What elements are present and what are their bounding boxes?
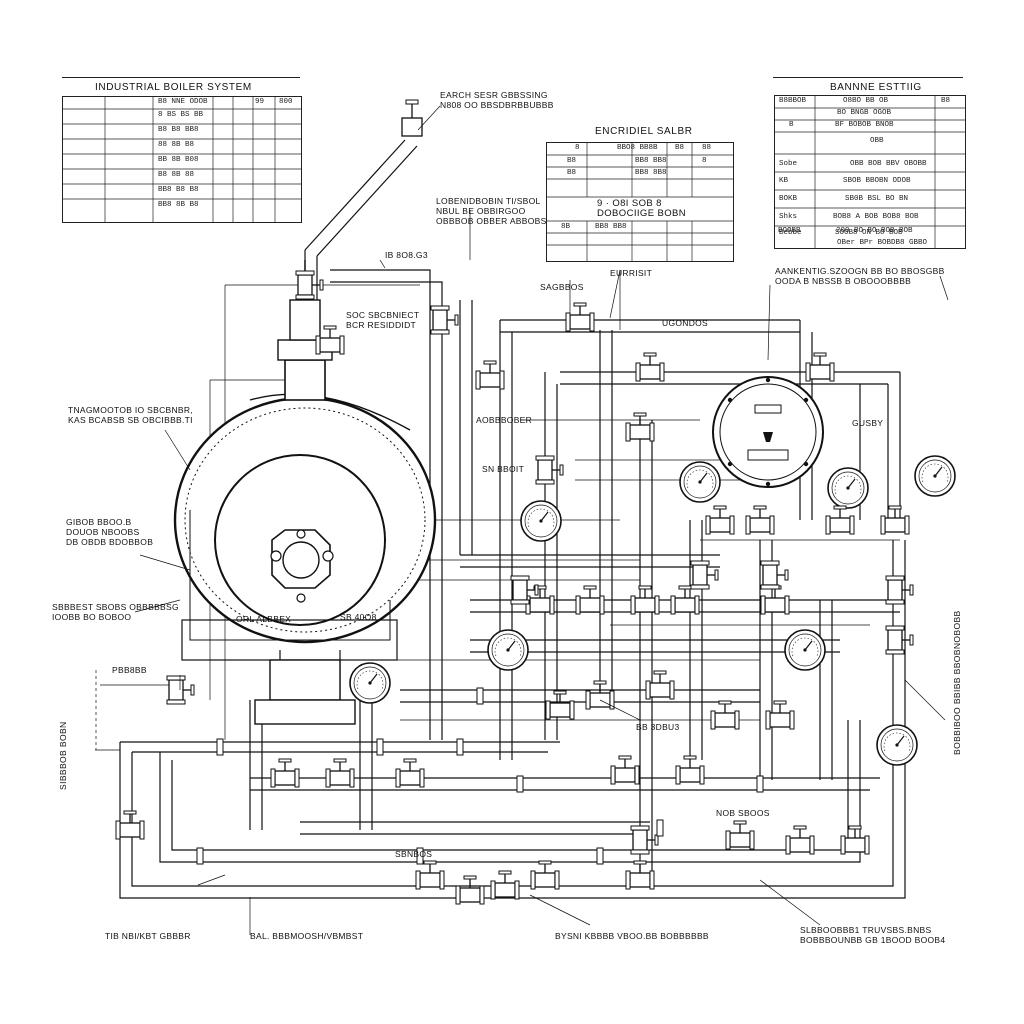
bottom-label-1: TIB NBI/KBT GBBBR	[105, 931, 191, 941]
right-top-label: AANKENTIG.SZOOGN BB BO BBOSGBB OODA B NB…	[775, 266, 945, 286]
bottom-label-3: BYSNI KBBBB VBOO.BB BOBBBBBB	[555, 931, 709, 941]
nob-sboos-label: NOB SBOOS	[716, 808, 770, 818]
right-table-rule	[773, 77, 963, 78]
top-valve-tag: IB 8O8.G3	[385, 250, 428, 260]
right-table-grid	[775, 96, 965, 248]
sbnbos-label: SBNBOS	[395, 849, 433, 859]
left-mid-label: GIBOB BBOO.B DOUOB NBOOBS DB OBDB BDOBBO…	[66, 517, 154, 547]
bs-3du3-label: BB 3DBU3	[636, 722, 680, 732]
bottom-label-4: SLBBOOBBB1 TRUVSBS.BNBS BOBBBOUNBB GB 1B…	[800, 925, 946, 945]
right-vertical-label: BOBBIBOO BBIBB BBOBNOBOBB	[952, 610, 962, 755]
bottom-label-2: BAL. BBBMOOSH/VBMBST	[250, 931, 364, 941]
left-table-rule	[62, 77, 300, 78]
left-table-title: INDUSTRIAL BOILER SYSTEM	[95, 82, 252, 93]
center-table-title: ENCRIDIEL SALBR	[595, 126, 693, 137]
ugondos-label: UGONDOS	[662, 318, 709, 328]
leader-lines	[134, 210, 949, 935]
boiler-vessel	[173, 260, 437, 725]
orl-alb-label: ORL ALBBEX	[236, 614, 292, 624]
left-low-label: SBBBEST SBOBS OBBBBBSG IOOBB BO BOBOO	[52, 602, 179, 622]
pbbb-label: PBB8BB	[112, 665, 147, 675]
gusby-label: GUSBY	[852, 418, 884, 428]
left-vertical-label: SIBBBOB BOBN	[58, 721, 68, 790]
eurrisit-label: EURRISIT	[610, 268, 653, 278]
center-table-grid	[547, 143, 733, 261]
center-table-subtitle: 9 · O8I SOB 8 DOBOCIIGE BOBN	[597, 198, 687, 219]
main-pressure-dial	[712, 376, 824, 488]
sn-bboit-label: SN BBOIT	[482, 464, 525, 474]
center-block-label: LOBENIDBOBIN TI/SBOL NBUL BE OBBIRGOO OB…	[436, 196, 547, 226]
sb-4008-label: SB 40O8	[340, 612, 377, 622]
top-riser-valve	[401, 99, 441, 137]
right-table-title: BANNNE ESTTIIG	[830, 82, 922, 93]
sagbdos-label: SAGBBOS	[540, 282, 584, 292]
left-table-grid	[63, 97, 301, 222]
sec-block-label: SOC SBCBNIECT BCR RESIDDIDT	[346, 310, 420, 330]
manway-hatch	[270, 529, 334, 603]
left-upper-label: TNAGMOOTOB IO SBCBNBR, KAS BCABSB SB OBC…	[68, 405, 193, 425]
aobbbor-label: AOBBBOBER	[476, 415, 533, 425]
top-pipe-label: EARCH SESR GBBSSING N808 OO BBSDBRBBUBBB	[440, 90, 554, 110]
